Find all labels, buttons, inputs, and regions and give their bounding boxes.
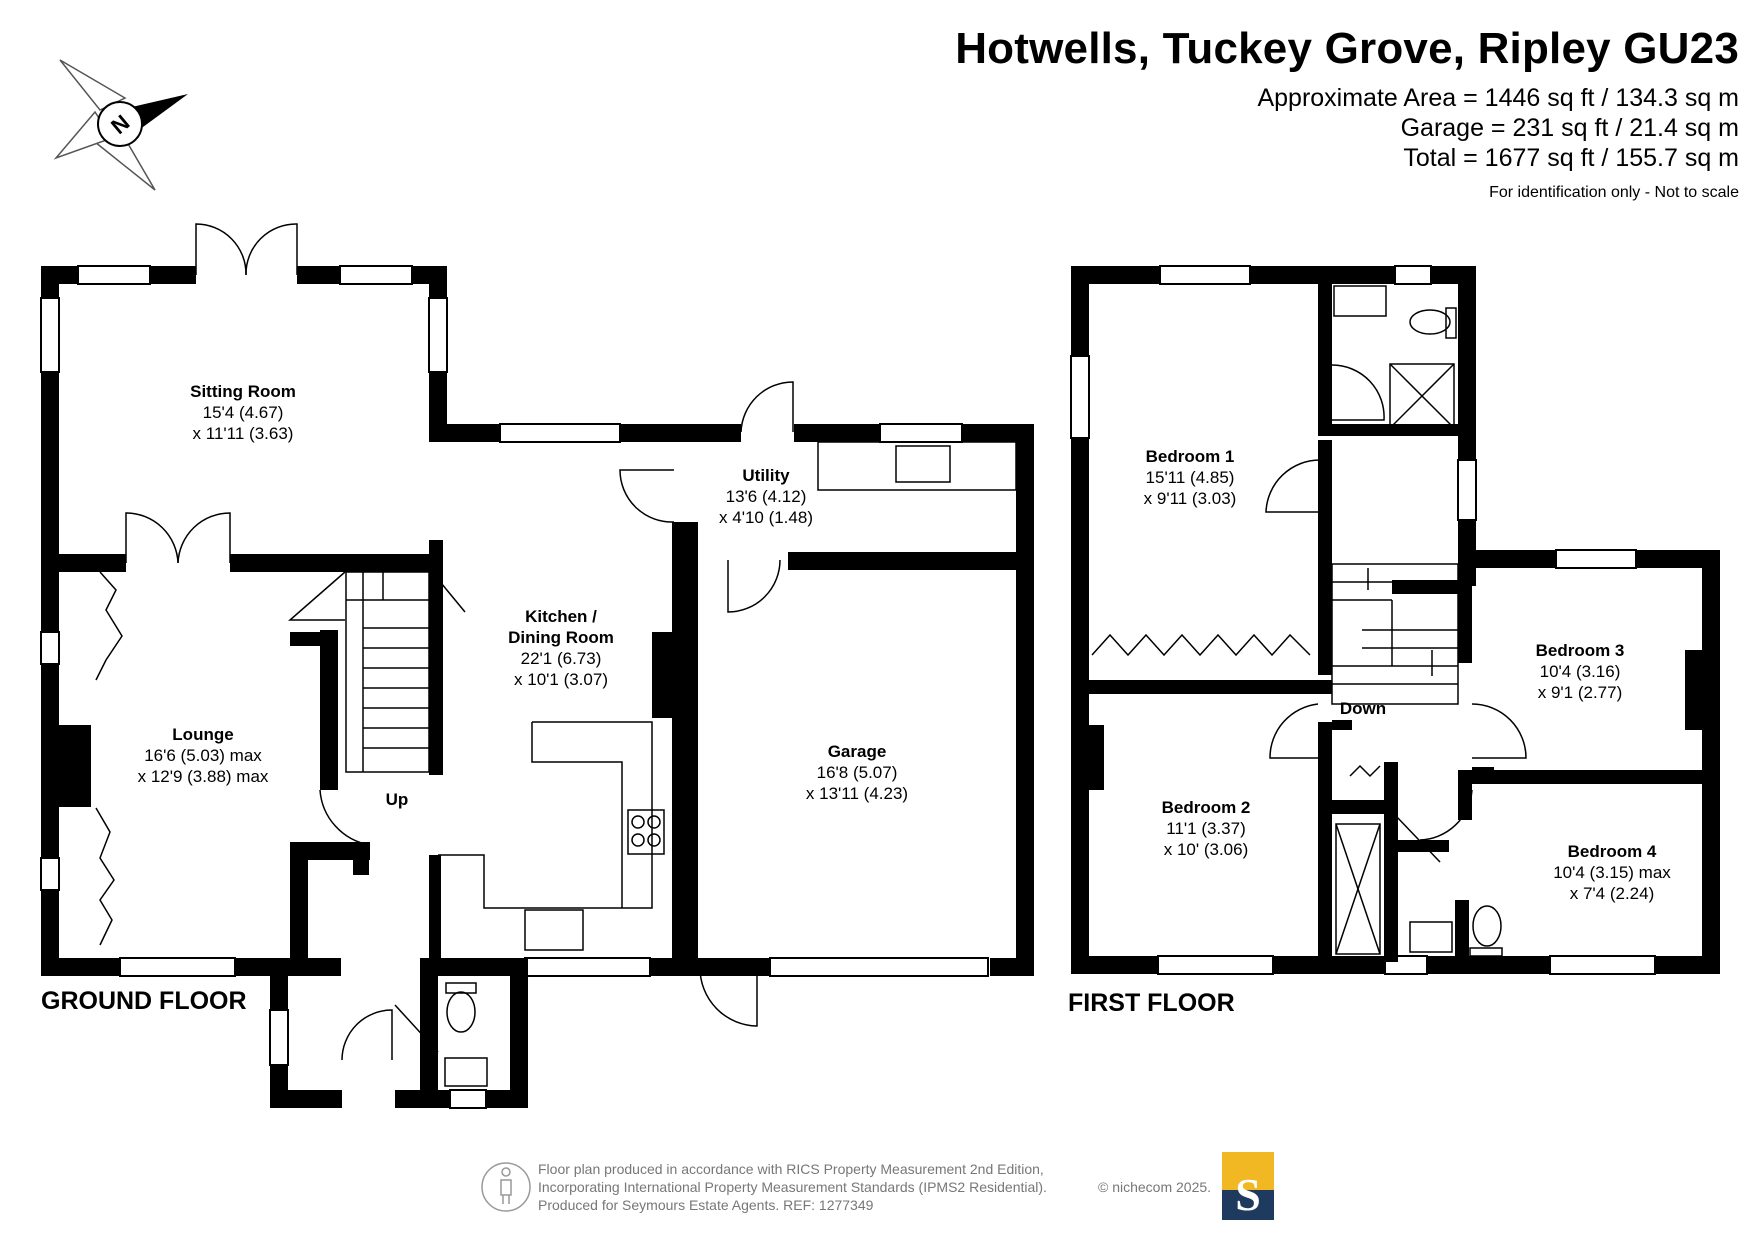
property-title: Hotwells, Tuckey Grove, Ripley GU23 [955, 24, 1739, 73]
bedroom-4-dim1: 10'4 (3.15) max [1553, 863, 1671, 882]
kitchen-name-1: Kitchen / [525, 607, 597, 626]
bedroom-3-name: Bedroom 3 [1536, 641, 1625, 660]
compass-icon: N [53, 59, 188, 191]
total-area: Total = 1677 sq ft / 155.7 sq m [1403, 144, 1739, 172]
footer-line: Floor plan produced in accordance with R… [538, 1161, 1044, 1177]
utility-name: Utility [742, 466, 790, 485]
utility-dim1: 13'6 (4.12) [726, 487, 807, 506]
person-in-circle-icon [481, 1162, 531, 1212]
lounge-dim2: x 12'9 (3.88) max [138, 767, 269, 786]
bedroom-3-dim2: x 9'1 (2.77) [1538, 683, 1623, 702]
seymours-logo: S [1222, 1152, 1274, 1220]
scale-note: For identification only - Not to scale [1489, 184, 1739, 201]
copyright-text: © nichecom 2025. [1098, 1179, 1212, 1195]
first-floor-fixtures [1091, 285, 1527, 957]
sitting-room-name: Sitting Room [190, 382, 296, 401]
garage-dim1: 16'8 (5.07) [817, 763, 898, 782]
bedroom-2-dim1: 11'1 (3.37) [1166, 819, 1245, 838]
ground-floor-plan [40, 265, 1034, 1109]
footer-text: Floor plan produced in accordance with R… [538, 1160, 1047, 1214]
bedroom-4-dim2: x 7'4 (2.24) [1570, 884, 1655, 903]
bedroom-2-name: Bedroom 2 [1162, 798, 1251, 817]
first-floor-labels: Bedroom 1 15'11 (4.85) x 9'11 (3.03) Bed… [1144, 447, 1672, 903]
kitchen-name-2: Dining Room [508, 628, 614, 647]
logo-letter: S [1235, 1169, 1261, 1220]
bedroom-1-dim1: 15'11 (4.85) [1146, 468, 1235, 487]
lounge-dim1: 16'6 (5.03) max [144, 746, 262, 765]
footer-line: Produced for Seymours Estate Agents. REF… [538, 1197, 874, 1213]
ground-floor-fixtures [95, 223, 1017, 1087]
utility-dim2: x 4'10 (1.48) [719, 508, 813, 527]
stairs-down-label: Down [1340, 699, 1386, 718]
stairs-up-label: Up [386, 790, 409, 809]
kitchen-dim2: x 10'1 (3.07) [514, 670, 608, 689]
first-floor-label: FIRST FLOOR [1068, 989, 1235, 1017]
garage-dim2: x 13'11 (4.23) [806, 784, 908, 803]
bedroom-3-dim1: 10'4 (3.16) [1540, 662, 1621, 681]
bedroom-1-name: Bedroom 1 [1146, 447, 1235, 466]
bedroom-1-dim2: x 9'11 (3.03) [1144, 489, 1237, 508]
sitting-room-dim2: x 11'11 (3.63) [193, 424, 294, 443]
bedroom-2-dim2: x 10' (3.06) [1164, 840, 1249, 859]
ground-floor-label: GROUND FLOOR [41, 987, 247, 1015]
bedroom-4-name: Bedroom 4 [1568, 842, 1657, 861]
sitting-room-dim1: 15'4 (4.67) [203, 403, 284, 422]
approximate-area: Approximate Area = 1446 sq ft / 134.3 sq… [1257, 84, 1739, 112]
garage-area: Garage = 231 sq ft / 21.4 sq m [1400, 114, 1739, 142]
first-floor-plan [1070, 265, 1720, 975]
lounge-name: Lounge [172, 725, 233, 744]
ground-floor-labels: Sitting Room 15'4 (4.67) x 11'11 (3.63) … [138, 382, 908, 809]
kitchen-dim1: 22'1 (6.73) [521, 649, 602, 668]
footer-line: Incorporating International Property Mea… [538, 1179, 1047, 1195]
garage-name: Garage [828, 742, 887, 761]
